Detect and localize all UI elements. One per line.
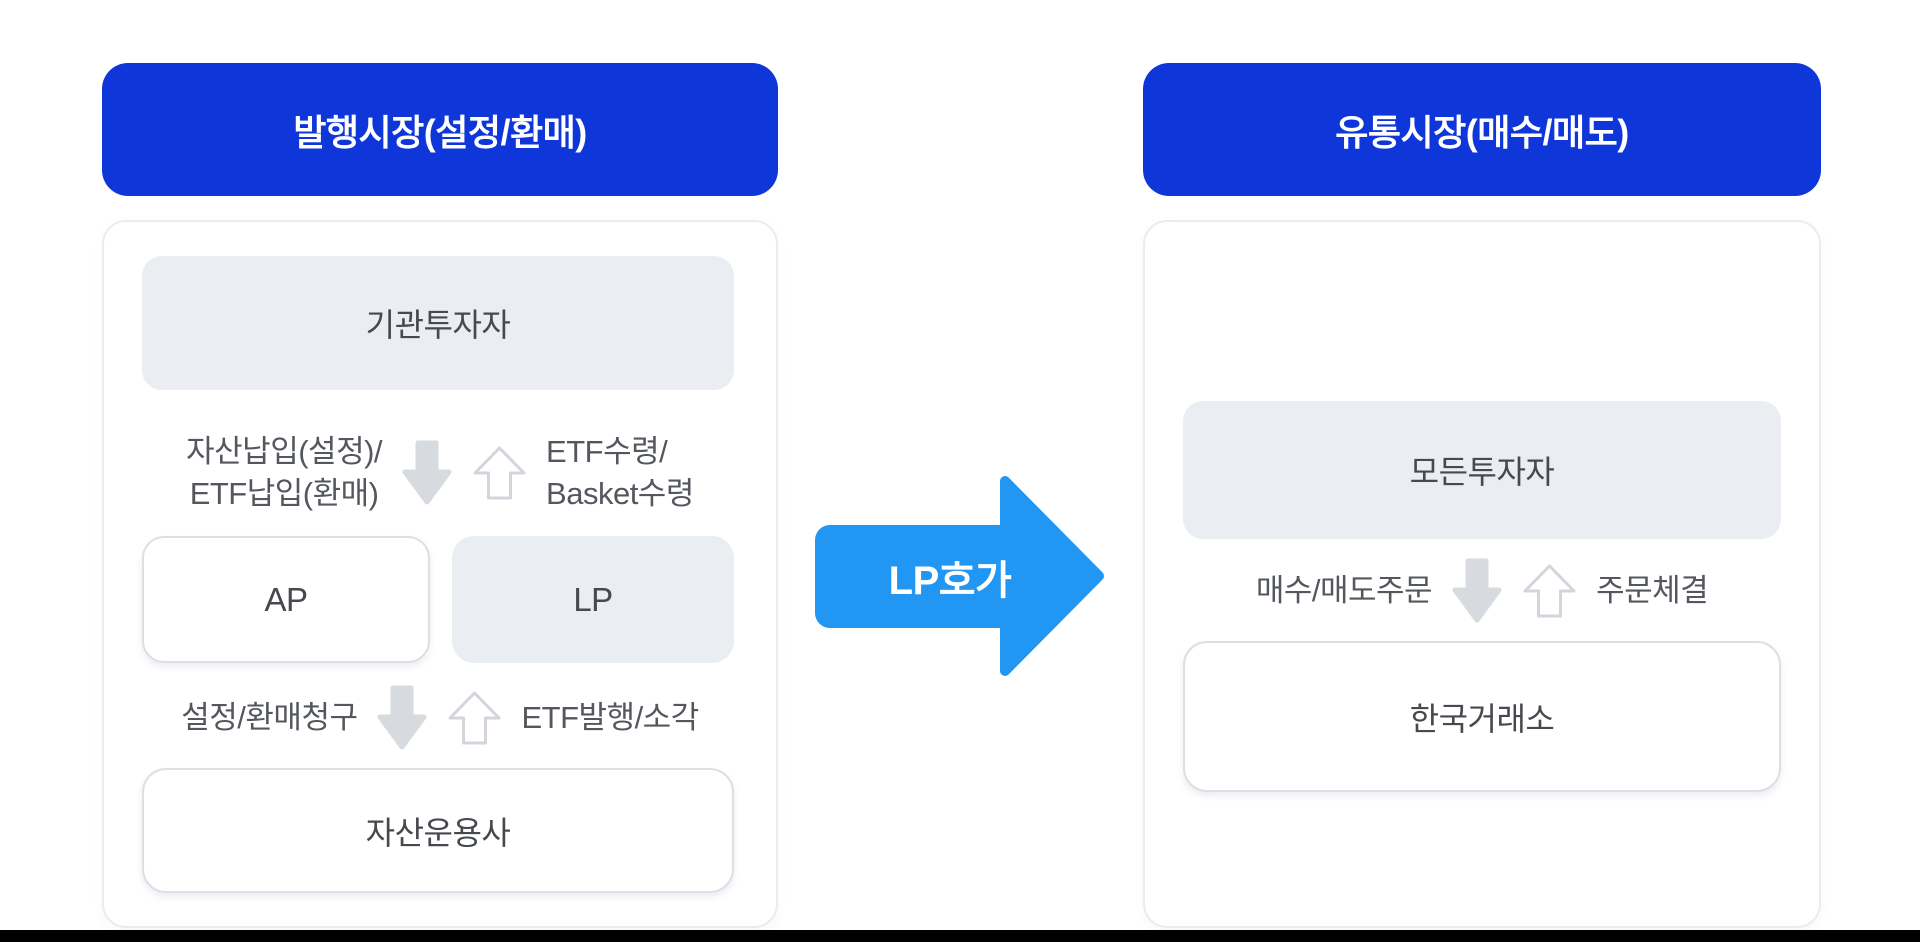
lp-box: LP bbox=[452, 536, 734, 663]
all-investors-box: 모든투자자 bbox=[1183, 401, 1781, 539]
lp-quote-arrow: LP호가 bbox=[815, 475, 1105, 677]
asset-manager-box: 자산운용사 bbox=[142, 768, 734, 893]
up-arrow-icon bbox=[473, 446, 526, 500]
down-arrow-icon bbox=[1452, 558, 1502, 622]
lp-label: LP bbox=[573, 580, 613, 618]
primary-market-header: 발행시장(설정/환매) bbox=[102, 63, 778, 196]
etf-receive-label: ETF수령/ Basket수령 bbox=[546, 434, 694, 511]
secondary-market-header-label: 유통시장(매수/매도) bbox=[1335, 111, 1629, 153]
creation-request-label: 설정/환매청구 bbox=[181, 700, 358, 735]
down-arrow-icon bbox=[377, 685, 427, 750]
up-arrow-icon bbox=[448, 691, 501, 745]
korea-exchange-label: 한국거래소 bbox=[1409, 700, 1555, 737]
primary-market-header-label: 발행시장(설정/환매) bbox=[293, 111, 587, 153]
korea-exchange-box: 한국거래소 bbox=[1183, 641, 1781, 792]
order-flow-row: 매수/매도주문 주문체결 bbox=[1143, 553, 1821, 628]
creation-redemption-flow-row: 설정/환매청구 ETF발행/소각 bbox=[102, 683, 778, 753]
asset-deposit-label: 자산납입(설정)/ ETF납입(환매) bbox=[186, 434, 383, 511]
buy-sell-order-label: 매수/매도주문 bbox=[1255, 572, 1433, 608]
right-block-arrow-icon bbox=[815, 476, 1104, 676]
ap-label: AP bbox=[264, 580, 308, 618]
asset-manager-label: 자산운용사 bbox=[365, 814, 511, 851]
asset-flow-row: 자산납입(설정)/ ETF납입(환매) ETF수령/ Basket수령 bbox=[102, 424, 778, 522]
order-execution-label: 주문체결 bbox=[1596, 572, 1709, 608]
up-arrow-icon bbox=[1523, 564, 1576, 617]
lp-quote-label: LP호가 bbox=[888, 558, 1012, 603]
down-arrow-icon bbox=[402, 440, 452, 505]
secondary-market-header: 유통시장(매수/매도) bbox=[1143, 63, 1821, 196]
bottom-black-bar bbox=[0, 930, 1920, 942]
ap-box: AP bbox=[142, 536, 430, 663]
institutional-investor-label: 기관투자자 bbox=[365, 307, 511, 343]
all-investors-label: 모든투자자 bbox=[1409, 454, 1555, 490]
etf-issue-label: ETF발행/소각 bbox=[521, 700, 699, 735]
institutional-investor-box: 기관투자자 bbox=[142, 256, 734, 390]
